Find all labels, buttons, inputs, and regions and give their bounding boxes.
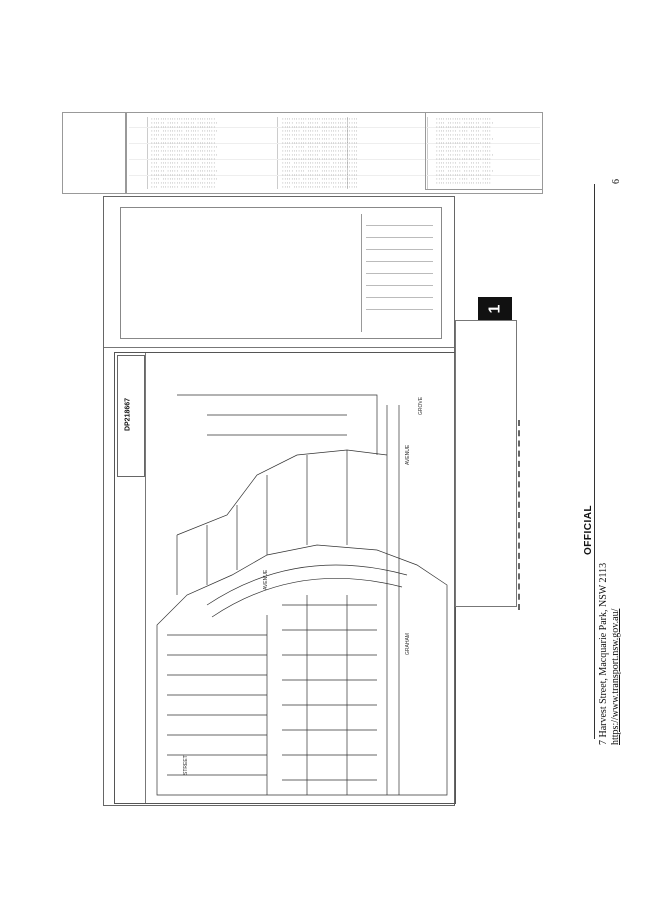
admin-sheet-column: DP218667 [115, 353, 146, 803]
dp-number: DP218667 [124, 397, 132, 432]
plan-mark-badge: 1 [478, 297, 512, 321]
signature-box [120, 207, 442, 339]
lot-layout-drawing: GRAHAM AVENUE AVENUE GROVE STREET [156, 394, 448, 796]
street-label-grove: GROVE [418, 396, 424, 415]
coordinate-table-legend [62, 112, 126, 194]
dp-number-box: DP218667 [117, 355, 145, 477]
page-number: 6 [611, 179, 622, 184]
signatures-panel [104, 197, 454, 348]
street-label-graham: GRAHAM [405, 633, 411, 655]
certificate-panel [455, 320, 517, 607]
street-label-avenue: AVENUE [405, 444, 411, 465]
coordinate-table-right: :::::::::::::::::::::::::::: :::::: ::::… [425, 112, 543, 190]
street-label-street: STREET [183, 755, 189, 775]
classification-label: OFFICIAL [583, 504, 594, 555]
signature-lines [361, 214, 437, 332]
dashed-cut-line [470, 420, 520, 610]
subdivision-drawing: DP218667 [114, 352, 456, 804]
coordinate-table: :::::::::::::::::::::::::::::::::: :::::… [126, 112, 543, 194]
footer-link[interactable]: https://www.transport.nsw.gov.au/ [610, 608, 621, 745]
deposited-plan-sheet: DP218667 [103, 196, 456, 806]
street-label-avenue-2: AVENUE [263, 569, 269, 590]
footer-rule [594, 184, 595, 739]
footer-address: 7 Harvest Street, Macquarie Park, NSW 21… [598, 562, 609, 745]
